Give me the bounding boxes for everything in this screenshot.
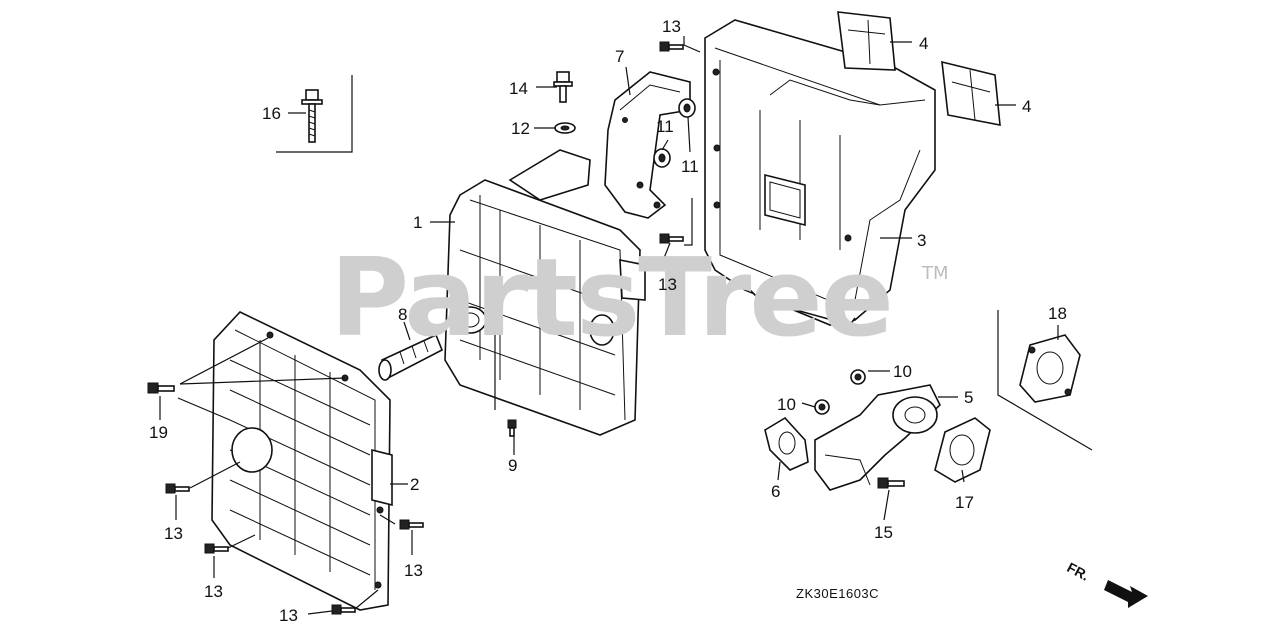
cover-4b xyxy=(941,60,1001,126)
bolt-13d xyxy=(204,543,229,554)
callout-17[interactable]: 17 xyxy=(955,493,974,512)
callout-14[interactable]: 14 xyxy=(509,79,528,98)
gasket-6 xyxy=(764,416,809,471)
bolt-14 xyxy=(553,71,573,103)
callout-16[interactable]: 16 xyxy=(262,104,281,123)
callout-19[interactable]: 19 xyxy=(149,423,168,442)
callout-15[interactable]: 15 xyxy=(874,523,893,542)
callout-13-lower-left[interactable]: 13 xyxy=(204,582,223,601)
callout-2[interactable]: 2 xyxy=(410,475,420,494)
nut-11a xyxy=(678,98,696,118)
callout-13-top[interactable]: 13 xyxy=(662,17,681,36)
shield-3 xyxy=(704,19,936,326)
muffler-1 xyxy=(444,149,646,436)
callout-12[interactable]: 12 xyxy=(511,119,530,138)
bolt-13a xyxy=(659,41,684,52)
leader-lines xyxy=(159,36,1059,615)
bolt-19 xyxy=(147,382,175,394)
callout-8[interactable]: 8 xyxy=(398,305,408,324)
callout-13-right[interactable]: 13 xyxy=(404,561,423,580)
callout-6[interactable]: 6 xyxy=(771,482,781,501)
callout-13-shield[interactable]: 13 xyxy=(658,275,677,294)
pipe-8 xyxy=(378,333,444,381)
gasket-18 xyxy=(1019,334,1081,403)
bolt-15 xyxy=(877,477,905,489)
callout-11-right[interactable]: 11 xyxy=(681,157,699,176)
callout-4-right[interactable]: 4 xyxy=(1022,97,1032,116)
protector-2 xyxy=(211,311,393,611)
bracket-7 xyxy=(604,71,691,219)
diagram-code: ZK30E1603C xyxy=(796,586,880,601)
inset-frame-18 xyxy=(997,310,1093,451)
elbow-5 xyxy=(814,384,941,491)
gasket-17 xyxy=(934,417,991,483)
callout-7[interactable]: 7 xyxy=(615,47,625,66)
nut-10a xyxy=(850,369,866,385)
callout-18[interactable]: 18 xyxy=(1048,304,1067,323)
callout-10-upper[interactable]: 10 xyxy=(893,362,912,381)
trademark-symbol: TM xyxy=(922,263,949,284)
bolt-13e xyxy=(399,519,424,530)
callout-13-bottom[interactable]: 13 xyxy=(279,606,298,625)
callout-4-top[interactable]: 4 xyxy=(919,34,929,53)
callout-5[interactable]: 5 xyxy=(964,388,974,407)
callout-13-left[interactable]: 13 xyxy=(164,524,183,543)
inset-frame-16 xyxy=(276,75,353,153)
nut-10b xyxy=(814,399,830,415)
callout-3[interactable]: 3 xyxy=(917,231,927,250)
cover-4a xyxy=(837,11,896,71)
front-direction-arrow xyxy=(1104,580,1148,608)
callout-9[interactable]: 9 xyxy=(508,456,518,475)
callout-10-lower[interactable]: 10 xyxy=(777,395,796,414)
bolt-16 xyxy=(301,89,323,143)
nut-11b xyxy=(653,148,671,168)
bolt-13c xyxy=(165,483,190,494)
screw-9 xyxy=(494,330,517,437)
callout-11-left[interactable]: 11 xyxy=(656,117,674,136)
callout-1[interactable]: 1 xyxy=(413,213,423,232)
bolt-13b xyxy=(659,233,684,244)
bolt-13f xyxy=(331,604,356,615)
washer-12 xyxy=(554,122,576,134)
